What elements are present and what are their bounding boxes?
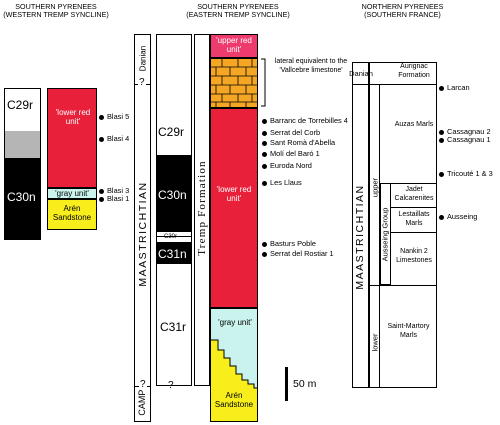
locality-dot-icon [439,214,444,220]
locality-dot-icon [99,136,104,142]
east-chron-c31n-black [156,242,192,264]
west-chron-black [4,158,41,240]
east-formation-column [194,34,210,386]
east-header-line1: SOUTHERN PYRENEES [197,2,279,11]
north-stage-danian: Danian [349,69,373,78]
north-site-larcan: Larcan [439,84,470,92]
east-site-serrat-corb: Serrat del Corb [262,129,320,137]
west-header-line1: SOUTHERN PYRENEES [15,2,97,11]
north-fm-aurignac: Aurignac Formation [398,63,430,79]
locality-dot-icon [262,163,267,169]
east-question-chron: ? [168,380,174,391]
north-fm-nankin: Nankin 2 Limestones [396,248,432,264]
north-site-cassagnau-2: Cassagnau 2 [439,128,491,136]
west-chron-c29r: C29r [7,98,34,112]
locality-dot-icon [262,180,267,186]
north-header-line2: (SOUTHERN FRANCE) [364,10,441,19]
west-lower-red-unit [47,88,97,188]
west-lower-red-label: 'lower red unit' [55,108,91,126]
east-chron-c30r: C30r [164,234,178,240]
north-fm-line-2 [380,183,437,184]
locality-dot-icon [262,140,267,146]
east-site-barranc-torrebilles-4: Barranc de Torrebilles 4 [262,117,348,125]
north-fm-auzas: Auzas Marls [394,121,434,128]
east-aren-label: Arén Sandstone [214,391,254,409]
north-fm-line-1 [369,84,437,85]
locality-dot-icon [99,114,104,120]
locality-dot-icon [262,118,267,124]
north-fm-lestaillats: Lestaillats Marls [398,211,430,227]
east-chron-c30n-black [156,155,192,232]
west-site-blasi-5: Blasi 5 [99,113,129,121]
north-fm-jadet: Jadet Calcarenites [394,186,434,202]
scale-bar [285,367,288,401]
locality-dot-icon [99,196,104,202]
north-fm-line-4 [391,232,437,233]
north-site-cassagnau-1: Cassagnau 1 [439,136,491,144]
west-chron-gray [5,131,40,158]
north-formation-column [369,62,437,388]
locality-dot-icon [262,151,267,157]
north-stage-boundary [352,84,369,85]
east-site-les-llaus: Les Llaus [262,179,302,187]
east-lateral-note: lateral equivalent to the 'Vallcebre lim… [274,58,348,74]
north-stage-maastrichtian: MAASTRICHTIAN [354,184,366,290]
east-lower-red-label: 'lower red unit' [216,185,252,203]
locality-dot-icon [99,188,104,194]
west-gray-unit [47,188,97,199]
north-header-line1: NORTHERN PYRENEES [361,2,444,11]
east-question-danian: ? [138,77,146,88]
west-gray-label: 'gray unit' [55,189,89,198]
east-lower-red-unit [210,108,258,308]
north-site-tricoute: Tricouté 1 & 3 [439,170,493,178]
east-limestone-unit [210,58,258,108]
east-site-euroda-nord: Euroda Nord [262,162,312,170]
east-chron-c30n: C30n [158,188,187,202]
west-site-blasi-4: Blasi 4 [99,135,129,143]
east-site-basturs-poble: Basturs Poble [262,240,316,248]
locality-dot-icon [262,130,267,136]
east-question-camp: ? [139,379,147,390]
east-header-line2: (EASTERN TREMP SYNCLINE) [186,10,290,19]
west-aren-label: Arén Sandstone [52,204,92,222]
north-fm-line-5 [369,285,437,286]
west-chron-c30n: C30n [7,190,36,204]
east-lateral-bracket [261,58,266,107]
east-stage-maastrichtian: MAASTRICHTIAN [137,181,149,287]
locality-dot-icon [262,241,267,247]
east-site-serrat-rostiar-1: Serrat del Rostiar 1 [262,250,334,258]
east-chron-c29r: C29r [158,125,185,139]
locality-dot-icon [439,129,444,135]
east-stage-danian: Danian [138,45,148,72]
locality-dot-icon [439,171,444,177]
east-chron-c30r-top [156,236,192,237]
north-fm-line-3 [391,207,437,208]
west-aren-sandstone [47,199,97,230]
north-stage-column [352,62,369,388]
east-lower-units-svg [210,308,258,422]
scale-bar-label: 50 m [293,378,317,390]
locality-dot-icon [439,137,444,143]
east-formation-label: Tremp Formation [196,160,208,256]
east-site-moli-baro-1: Molí del Baró 1 [262,150,320,158]
locality-dot-icon [262,251,267,257]
east-upper-red-unit [210,34,258,58]
east-site-sant-roma-abella: Sant Romà d'Abella [262,139,335,147]
north-header: NORTHERN PYRENEES (SOUTHERN FRANCE) [345,3,460,19]
east-upper-red-label: 'upper red unit' [216,36,252,54]
west-header-line2: (WESTERN TREMP SYNCLINE) [3,10,109,19]
north-site-ausseing: Ausseing [439,213,477,221]
west-site-blasi-3: Blasi 3 [99,187,129,195]
locality-dot-icon [439,85,444,91]
east-chron-c31n: C31n [158,247,187,261]
east-gray-label: 'gray unit' [218,318,252,327]
north-fm-saint-martory: Saint-Martory Marls [387,323,430,339]
east-header: SOUTHERN PYRENEES (EASTERN TREMP SYNCLIN… [178,3,298,19]
west-header: SOUTHERN PYRENEES (WESTERN TREMP SYNCLIN… [0,3,112,19]
west-site-blasi-1: Blasi 1 [99,195,129,203]
east-stage-column [134,34,151,422]
east-chron-c31r: C31r [160,320,187,334]
